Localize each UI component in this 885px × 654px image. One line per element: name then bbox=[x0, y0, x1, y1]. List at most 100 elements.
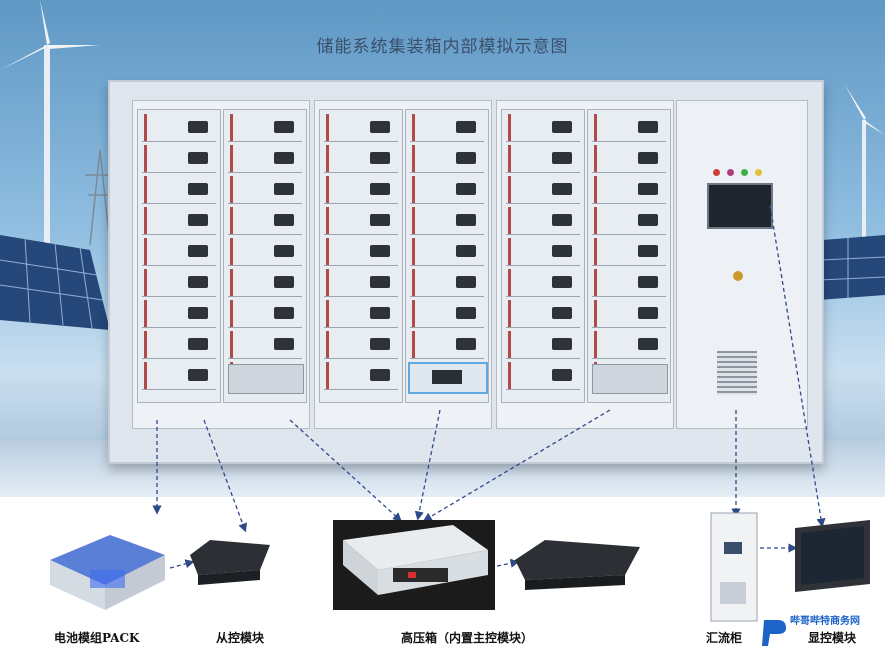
battery-cabinet-1 bbox=[132, 100, 310, 429]
cable bbox=[326, 362, 329, 389]
vent-grille bbox=[717, 351, 757, 395]
battery-module-connector-icon bbox=[370, 276, 390, 288]
battery-module-connector-icon bbox=[370, 307, 390, 319]
cable bbox=[412, 300, 415, 327]
battery-module-slot bbox=[228, 269, 302, 297]
indicator-lamp-icon bbox=[755, 169, 762, 176]
cable bbox=[326, 114, 329, 141]
indicator-lamp-icon bbox=[727, 169, 734, 176]
solar-panels-right bbox=[818, 235, 885, 300]
battery-module-connector-icon bbox=[370, 338, 390, 350]
battery-module-connector-icon bbox=[638, 214, 658, 226]
battery-module-slot bbox=[228, 176, 302, 204]
battery-module-connector-icon bbox=[188, 152, 208, 164]
display-module-image bbox=[795, 520, 870, 592]
battery-module-slot bbox=[228, 300, 302, 328]
battery-module-slot bbox=[506, 145, 580, 173]
cable bbox=[508, 145, 511, 172]
battery-module-slot bbox=[592, 238, 666, 266]
battery-module-slot bbox=[142, 238, 216, 266]
cable bbox=[144, 145, 147, 172]
arrow-to-hv-2 bbox=[414, 409, 441, 521]
battery-module-connector-icon bbox=[638, 276, 658, 288]
battery-module-slot bbox=[228, 331, 302, 359]
battery-module-slot bbox=[142, 331, 216, 359]
battery-module-connector-icon bbox=[456, 183, 476, 195]
control-unit bbox=[592, 364, 668, 394]
watermark-logo-icon bbox=[762, 620, 786, 646]
battery-module-connector-icon bbox=[370, 214, 390, 226]
battery-module-slot bbox=[142, 145, 216, 173]
cable bbox=[326, 207, 329, 234]
battery-module-slot bbox=[142, 176, 216, 204]
battery-module-slot bbox=[592, 114, 666, 142]
battery-module-slot bbox=[228, 238, 302, 266]
battery-module-connector-icon bbox=[456, 276, 476, 288]
battery-module-connector-icon bbox=[552, 307, 572, 319]
battery-rack bbox=[587, 109, 671, 403]
label-hv-box: 高压箱（内置主控模块） bbox=[401, 631, 534, 645]
label-display: 显控模块 bbox=[808, 631, 857, 645]
battery-rack bbox=[405, 109, 489, 403]
battery-module-slot bbox=[506, 207, 580, 235]
cable bbox=[412, 238, 415, 265]
battery-cabinet-2 bbox=[314, 100, 492, 429]
battery-module-slot bbox=[324, 114, 398, 142]
cable bbox=[594, 207, 597, 234]
arrow-pack-to-slave bbox=[169, 559, 195, 569]
cable bbox=[230, 114, 233, 141]
slave-control-module-image bbox=[190, 540, 270, 585]
battery-module-connector-icon bbox=[370, 369, 390, 381]
battery-module-connector-icon bbox=[274, 338, 294, 350]
battery-module-slot bbox=[410, 331, 484, 359]
battery-module-slot bbox=[142, 300, 216, 328]
indicator-lamp-icon bbox=[713, 169, 720, 176]
indicator-lamp-icon bbox=[741, 169, 748, 176]
solar-panels-left bbox=[0, 235, 110, 330]
cable bbox=[594, 114, 597, 141]
cable bbox=[412, 269, 415, 296]
switch-knob-icon bbox=[733, 271, 743, 281]
battery-module-slot bbox=[228, 207, 302, 235]
battery-module-connector-icon bbox=[188, 183, 208, 195]
battery-module-slot bbox=[324, 300, 398, 328]
cable bbox=[144, 176, 147, 203]
battery-module-slot bbox=[506, 362, 580, 390]
cable bbox=[326, 331, 329, 358]
cable bbox=[594, 145, 597, 172]
battery-module-connector-icon bbox=[188, 121, 208, 133]
battery-module-connector-icon bbox=[552, 214, 572, 226]
wind-turbine-right-icon bbox=[845, 85, 885, 250]
cable bbox=[230, 300, 233, 327]
cable bbox=[230, 145, 233, 172]
battery-module-slot bbox=[324, 145, 398, 173]
battery-module-slot bbox=[228, 145, 302, 173]
battery-module-connector-icon bbox=[188, 214, 208, 226]
battery-rack bbox=[319, 109, 403, 403]
battery-module-slot bbox=[142, 362, 216, 390]
battery-rack bbox=[501, 109, 585, 403]
arrow-to-slave bbox=[203, 419, 247, 533]
cable bbox=[508, 207, 511, 234]
battery-module-slot bbox=[324, 269, 398, 297]
battery-module-connector-icon bbox=[638, 307, 658, 319]
arrow-hv-to-master bbox=[496, 558, 520, 568]
battery-module-connector-icon bbox=[456, 152, 476, 164]
battery-module-connector-icon bbox=[456, 307, 476, 319]
battery-module-slot bbox=[410, 300, 484, 328]
cable bbox=[326, 145, 329, 172]
battery-cabinet-3 bbox=[496, 100, 674, 429]
battery-module-connector-icon bbox=[188, 245, 208, 257]
battery-module-connector-icon bbox=[456, 214, 476, 226]
battery-module-slot bbox=[142, 114, 216, 142]
battery-module-slot bbox=[410, 145, 484, 173]
battery-module-connector-icon bbox=[456, 338, 476, 350]
battery-module-slot bbox=[592, 207, 666, 235]
diagram-title: 储能系统集装箱内部模拟示意图 bbox=[316, 37, 569, 57]
battery-module-slot bbox=[410, 207, 484, 235]
battery-module-connector-icon bbox=[638, 121, 658, 133]
hv-box-unit bbox=[408, 362, 488, 394]
battery-rack bbox=[223, 109, 307, 403]
battery-module-connector-icon bbox=[274, 276, 294, 288]
